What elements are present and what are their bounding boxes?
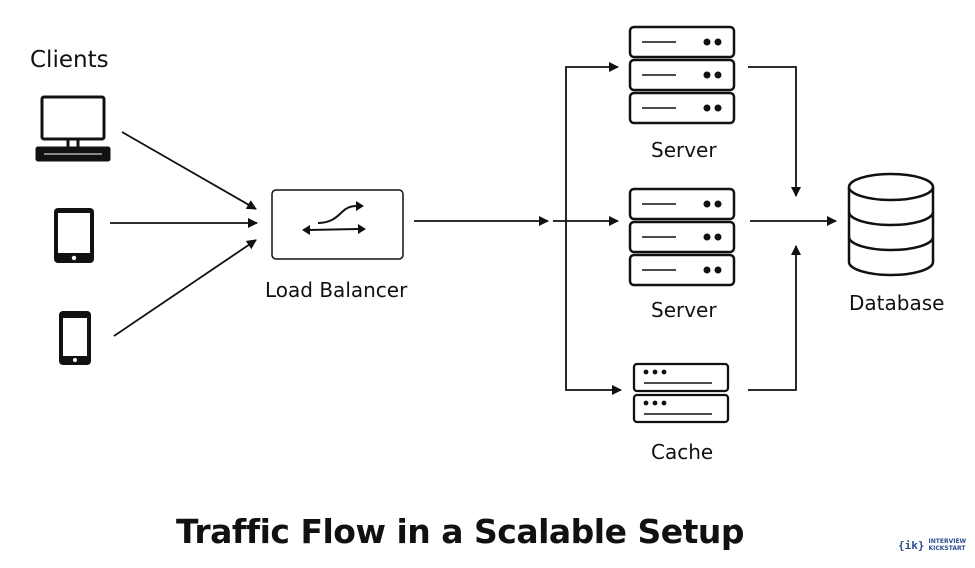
cache-icon bbox=[632, 362, 730, 424]
diagram-title: Traffic Flow in a Scalable Setup bbox=[175, 512, 745, 551]
clients-label: Clients bbox=[30, 47, 109, 73]
desktop-to-lb-arrow bbox=[121, 131, 257, 210]
load-balancer-icon bbox=[271, 189, 404, 260]
load-balancer-label: Load Balancer bbox=[265, 278, 408, 302]
lb-to-backend-arrows bbox=[414, 62, 622, 395]
server-label: Server bbox=[651, 298, 717, 322]
brand-text: INTERVIEW KICKSTART bbox=[929, 538, 967, 552]
phone-to-lb-arrow bbox=[113, 239, 257, 337]
server-icon bbox=[628, 25, 736, 125]
backend-to-db-arrows bbox=[748, 66, 837, 391]
client-arrows bbox=[110, 131, 258, 337]
server-label: Server bbox=[651, 138, 717, 162]
database-icon bbox=[847, 172, 935, 277]
brand-line-2: KICKSTART bbox=[928, 545, 966, 552]
tablet-icon bbox=[54, 208, 94, 263]
database-label: Database bbox=[849, 291, 945, 315]
desktop-icon bbox=[35, 95, 111, 162]
phone-icon bbox=[59, 311, 91, 365]
brand-line-1: INTERVIEW bbox=[928, 538, 967, 545]
brand-logo: {ik} INTERVIEW KICKSTART bbox=[898, 538, 966, 552]
server-icon bbox=[628, 187, 736, 287]
brand-mark: {ik} bbox=[898, 538, 925, 552]
cache-label: Cache bbox=[651, 440, 714, 464]
